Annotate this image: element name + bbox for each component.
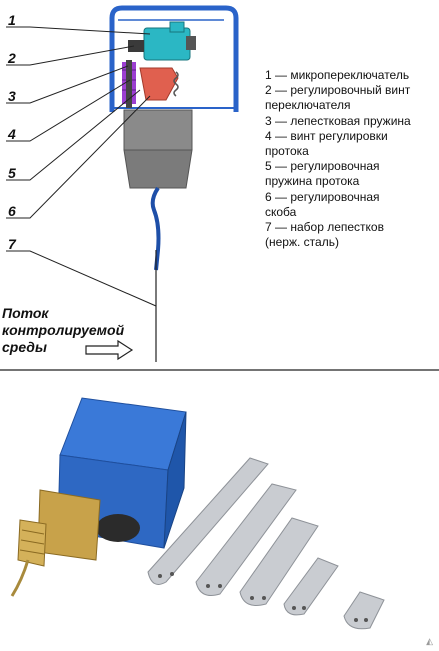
callout-7: 7	[8, 236, 16, 252]
microswitch	[143, 27, 191, 61]
adjust-screw	[128, 40, 144, 52]
microswitch-top	[169, 21, 185, 33]
callout-6: 6	[8, 203, 16, 219]
leader-lines	[6, 26, 157, 307]
housing-outline	[109, 5, 239, 112]
paddle-5	[343, 591, 385, 630]
legend-line: 5 — регулировочная	[265, 159, 380, 174]
legend-line: 6 — регулировочная	[265, 189, 380, 204]
legend-line: (нерж. сталь)	[265, 235, 339, 250]
adjust-bracket	[139, 67, 179, 101]
legend-line: переключателя	[265, 98, 351, 113]
legend-line: пружина протока	[265, 174, 360, 189]
legend-line: 7 — набор лепестков	[265, 220, 384, 235]
callout-1: 1	[8, 12, 16, 28]
callout-3: 3	[8, 88, 16, 104]
paddle-4	[283, 557, 339, 616]
legend-line: 1 — микропереключатель	[265, 68, 410, 82]
microswitch-terminal	[186, 36, 196, 50]
body-upper	[123, 109, 193, 151]
housing-side	[163, 411, 187, 549]
paddle-2	[195, 483, 297, 596]
paddle-1	[147, 457, 269, 585]
legend-line: 4 — винт регулировки	[265, 128, 388, 143]
legend: 1 — микропереключатель 2 — регулировочны…	[265, 68, 437, 250]
body-lower	[123, 149, 193, 189]
legend-line: 3 — лепестковая пружина	[265, 113, 411, 128]
legend-line: скоба	[265, 204, 297, 219]
callout-2: 2	[8, 50, 16, 66]
flow-adjust-screw	[126, 60, 132, 108]
flow-label: Поток контролируемой среды	[2, 305, 124, 356]
cutaway-diagram	[0, 5, 439, 371]
paddle-set	[147, 457, 385, 630]
flow-spring	[173, 71, 179, 97]
flow-arrow	[85, 339, 134, 361]
flow-label-line: среды	[2, 339, 47, 355]
flow-label-line: контролируемой	[2, 322, 125, 338]
legend-line: 2 — регулировочный винт	[265, 83, 411, 98]
brass-fitting	[37, 489, 101, 561]
paddle-stub	[10, 559, 30, 597]
housing-recess	[96, 514, 140, 542]
paddle-rod	[150, 186, 161, 271]
paddle-3	[239, 517, 319, 606]
product-illustration	[10, 397, 385, 630]
legend-line: протока	[265, 144, 309, 159]
watermark-logo: ◭	[426, 636, 433, 646]
callout-4: 4	[8, 126, 16, 142]
flow-label-line: Поток	[2, 305, 49, 321]
callout-5: 5	[8, 165, 16, 181]
paddle-holes	[158, 572, 368, 622]
